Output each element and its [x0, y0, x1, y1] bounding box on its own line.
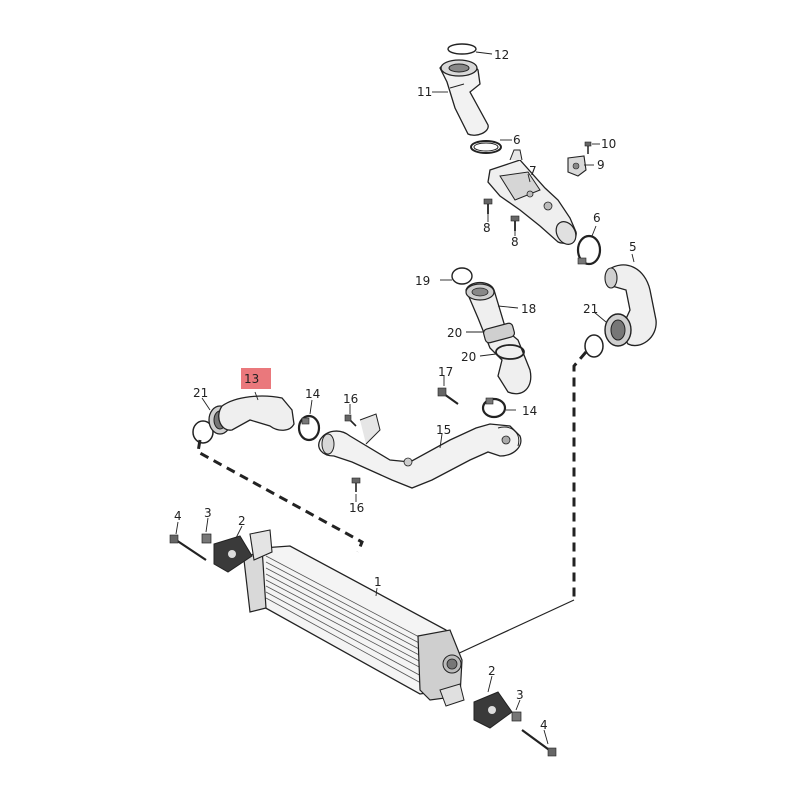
- callout-2-right: 2: [488, 664, 496, 678]
- part-21-clamp-right: [604, 313, 632, 347]
- leader-lines: [175, 51, 635, 745]
- part-16-bolt-upper: [344, 414, 357, 427]
- part-8-bolt-b: [510, 215, 520, 231]
- callout-5: 5: [629, 240, 637, 254]
- part-6-clamp-upper: [470, 140, 502, 154]
- part-16-bolt-lower: [351, 477, 361, 492]
- part-20-clamp-b: [495, 344, 525, 360]
- part-14-clamp-right: [481, 397, 507, 419]
- part-10-screw: [584, 141, 592, 154]
- part-7-intake-bracket: [487, 149, 577, 245]
- part-12-oring: [447, 43, 477, 55]
- part-2-mount-right: [473, 691, 513, 729]
- callout-8-a: 8: [483, 221, 491, 235]
- callout-4-right: 4: [540, 718, 548, 732]
- callout-16-lower: 16: [349, 501, 364, 515]
- callout-3-left: 3: [204, 506, 212, 520]
- callout-11: 11: [417, 85, 432, 99]
- callout-labels: 12 11 6 10 9 7 8 8 6 5 19 18 21 20 20 13…: [174, 48, 637, 732]
- callout-15: 15: [436, 423, 451, 437]
- dashed-connection-right: [572, 351, 588, 600]
- callout-16-upper: 16: [343, 392, 358, 406]
- part-15-pipe: [318, 413, 522, 489]
- part-3-nut-left: [201, 533, 212, 544]
- callout-6-lower: 6: [593, 211, 601, 225]
- dashed-connection-left: [196, 439, 364, 553]
- callout-21-right: 21: [583, 302, 598, 316]
- callout-6-upper: 6: [513, 133, 521, 147]
- part-6-clamp-lower: [576, 234, 602, 266]
- callout-20-b: 20: [461, 350, 476, 364]
- callout-4-left: 4: [174, 509, 182, 523]
- part-2-mount-left: [213, 535, 253, 573]
- callout-14-right: 14: [522, 404, 537, 418]
- callout-7: 7: [529, 164, 537, 178]
- callout-13: 13: [244, 372, 259, 386]
- part-19-oring: [451, 267, 473, 285]
- part-9-sensor: [567, 155, 587, 177]
- callout-9: 9: [597, 158, 605, 172]
- part-21-oring-left: [192, 420, 214, 444]
- callout-12: 12: [494, 48, 509, 62]
- part-17-bolt: [437, 387, 459, 405]
- callout-1: 1: [374, 575, 382, 589]
- part-1-intercooler: [243, 529, 465, 707]
- part-8-bolt-a: [483, 198, 493, 214]
- part-4-bolt-right: [521, 729, 557, 757]
- callout-19: 19: [415, 274, 430, 288]
- highlight-box-13: [241, 368, 271, 389]
- connection-line-right: [454, 599, 575, 656]
- part-13-hose: [218, 395, 295, 431]
- callout-14-left: 14: [305, 387, 320, 401]
- callout-10: 10: [601, 137, 616, 151]
- part-14-clamp-left: [297, 414, 321, 442]
- part-21-oring-right: [584, 334, 604, 358]
- callout-21-left: 21: [193, 386, 208, 400]
- callout-3-right: 3: [516, 688, 524, 702]
- part-20-clamp-a: [482, 322, 516, 344]
- callout-8-b: 8: [511, 235, 519, 249]
- part-3-nut-right: [511, 711, 522, 722]
- callout-18: 18: [521, 302, 536, 316]
- callout-17: 17: [438, 365, 453, 379]
- part-5-hose: [604, 264, 657, 347]
- part-11-upper-pipe: [439, 59, 489, 136]
- callout-2-left: 2: [238, 514, 246, 528]
- part-4-bolt-left: [169, 534, 207, 561]
- callout-20-a: 20: [447, 326, 462, 340]
